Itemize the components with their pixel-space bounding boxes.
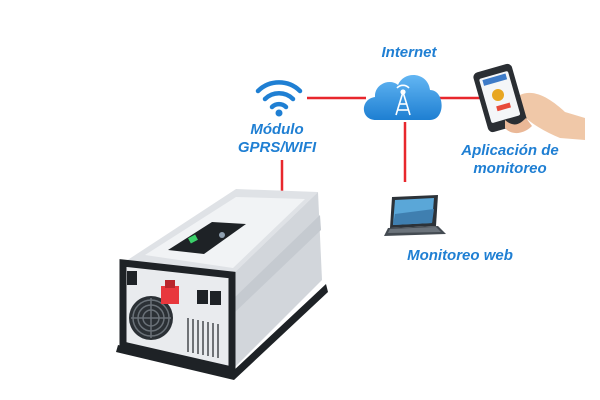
label-app: Aplicación de monitoreo [446,142,574,178]
label-web: Monitoreo web [407,247,513,264]
label-module-line2: GPRS/WIFI [237,139,317,156]
wifi-icon [255,80,303,117]
laptop-icon [384,195,446,236]
label-module-line1: Módulo [250,121,304,138]
inverter-device [116,189,328,380]
label-app-line2: monitoreo [473,160,547,177]
antenna-icon [395,84,411,116]
smartphone-icon [473,63,585,140]
connector-lines [280,96,482,193]
label-app-line1: Aplicación de [461,142,559,159]
label-module: Módulo GPRS/WIFI [222,121,332,157]
cloud-icon [363,74,442,120]
label-internet: Internet [381,44,437,61]
